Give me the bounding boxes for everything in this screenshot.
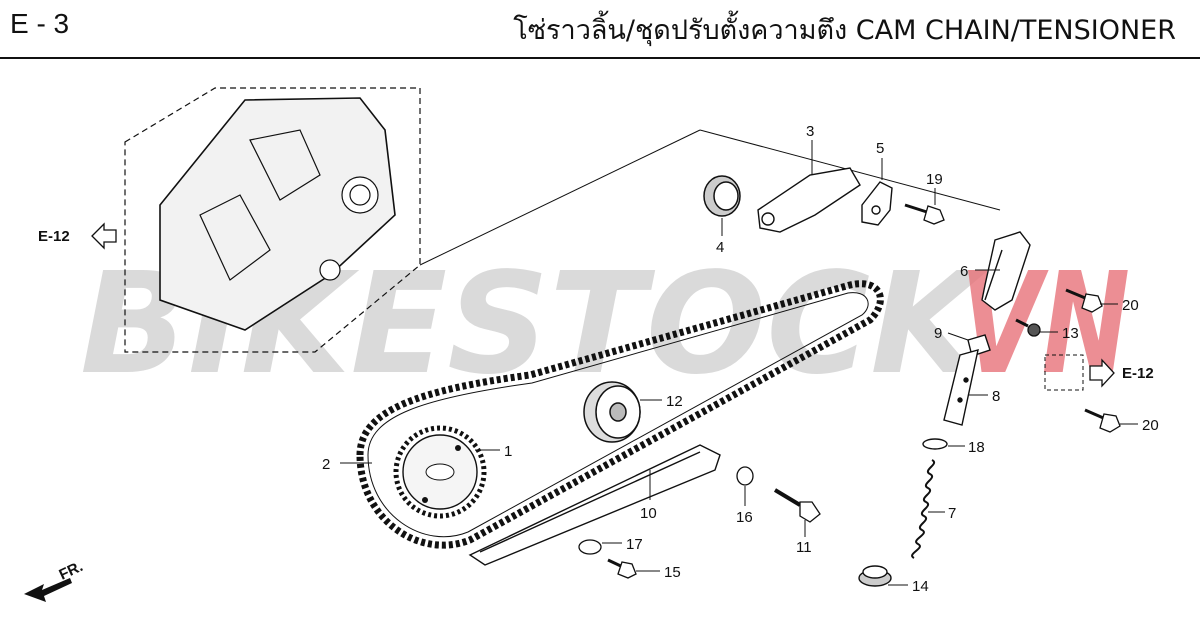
callout-18: 18 — [968, 439, 985, 456]
callout-6: 6 — [960, 263, 968, 280]
bolt-15 — [607, 558, 637, 579]
arrow-left-icon — [91, 222, 117, 250]
sealing-plug — [858, 565, 892, 587]
clip-dashed-box — [1044, 354, 1084, 391]
callout-7: 7 — [948, 505, 956, 522]
ref-right-label: E-12 — [1122, 365, 1154, 382]
callout-13: 13 — [1062, 325, 1079, 342]
callout-3: 3 — [806, 123, 814, 140]
crankcase-dashed-outline — [124, 87, 421, 353]
callout-11: 11 — [796, 539, 812, 556]
front-arrow-icon — [24, 578, 72, 602]
bolt-13 — [1015, 318, 1041, 337]
bolt-20-upper — [1065, 288, 1103, 313]
washer-16 — [736, 466, 754, 486]
page-code: E - 3 — [10, 8, 70, 39]
callout-12: 12 — [666, 393, 683, 410]
cam-sprocket — [393, 425, 487, 519]
cam-chain — [356, 280, 884, 549]
tensioner-lifter — [943, 334, 991, 426]
ref-right[interactable]: E-12 — [1044, 354, 1154, 391]
page-title: โซ่ราวลิ้น/ชุดปรับตั้งความตึง CAM CHAIN/… — [513, 15, 1176, 46]
callout-16: 16 — [736, 509, 753, 526]
bolt-20-lower — [1084, 408, 1121, 433]
callout-20-upper: 20 — [1122, 297, 1139, 314]
front-label: FR. — [57, 558, 86, 584]
oil-seal — [703, 175, 741, 217]
callout-4: 4 — [716, 239, 724, 256]
callout-17: 17 — [626, 536, 643, 553]
callout-1: 1 — [504, 443, 512, 460]
crankcase-body — [159, 97, 396, 331]
callout-10: 10 — [640, 505, 657, 522]
front-marker: FR. — [24, 558, 86, 602]
crankcase-group — [124, 87, 701, 353]
tensioner-arm — [981, 231, 1031, 311]
bolt-19 — [904, 203, 945, 225]
callouts: 1 2 3 4 5 6 7 8 9 10 11 12 13 14 15 16 1… — [322, 123, 1159, 595]
callout-5: 5 — [876, 140, 884, 157]
header-divider — [0, 57, 1200, 59]
callout-20-lower: 20 — [1142, 417, 1159, 434]
bolt-11 — [773, 488, 821, 523]
washer-18 — [922, 438, 948, 450]
callout-15: 15 — [664, 564, 681, 581]
roller — [583, 381, 641, 443]
crankcase-bearing — [341, 176, 379, 214]
callout-9: 9 — [934, 325, 942, 342]
ref-left-label: E-12 — [38, 228, 70, 245]
callout-2: 2 — [322, 456, 330, 473]
chain-guide — [468, 444, 721, 566]
tensioner-plates — [757, 167, 893, 233]
ref-left[interactable]: E-12 — [38, 222, 117, 250]
page-header: E - 3 โซ่ราวลิ้น/ชุดปรับตั้งความตึง CAM … — [0, 0, 1200, 59]
tensioner-spring — [911, 459, 935, 559]
callout-8: 8 — [992, 388, 1000, 405]
callout-19: 19 — [926, 171, 943, 188]
callout-14: 14 — [912, 578, 929, 595]
arrow-right-icon — [1089, 358, 1115, 388]
leader-lines — [340, 140, 1138, 586]
washer-17 — [578, 539, 602, 555]
